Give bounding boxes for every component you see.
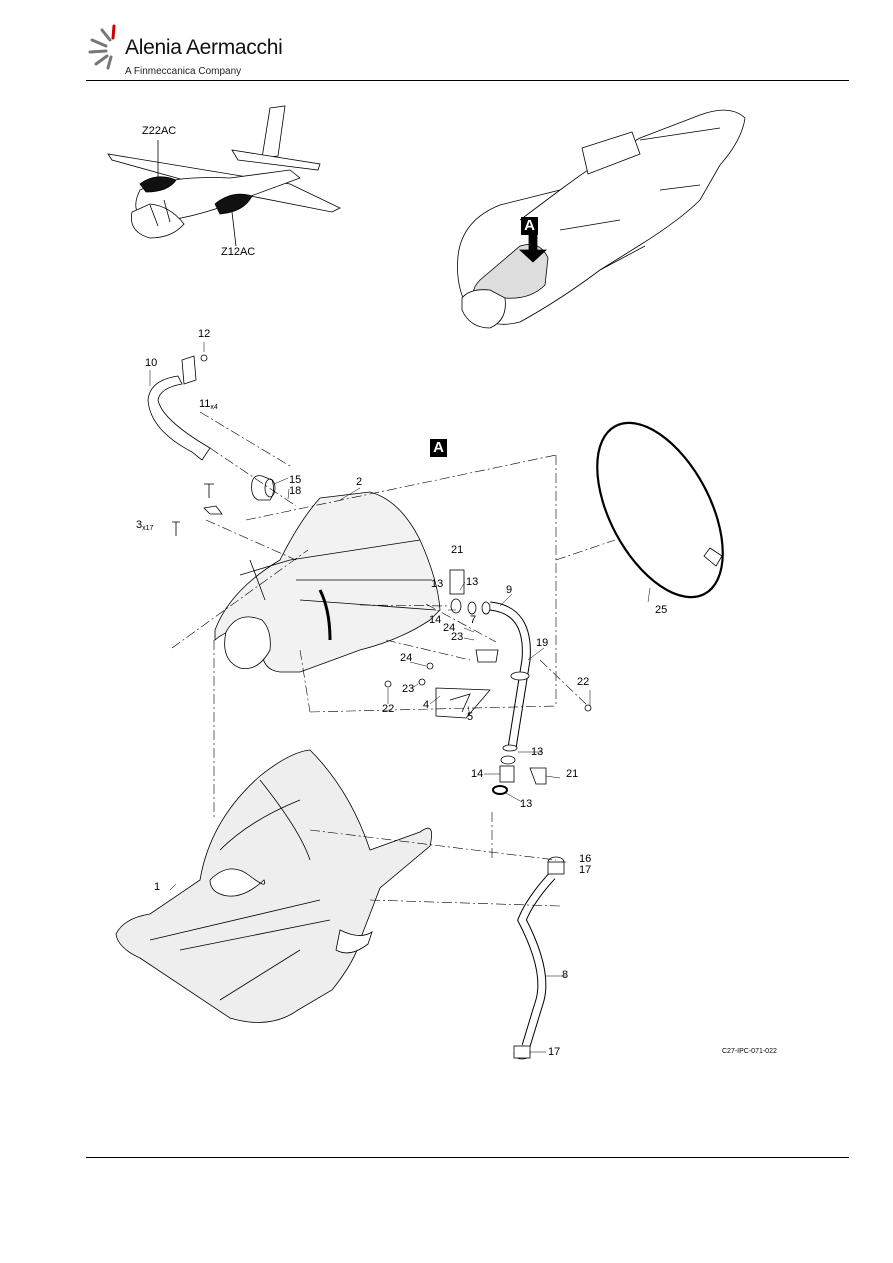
- callout-13-lower-a: 13: [531, 746, 544, 758]
- zone-z22ac-shape: [139, 176, 177, 193]
- callout-13-lower-b: 13: [520, 798, 533, 810]
- callout-23-lower: 23: [402, 683, 415, 695]
- callout-18: 18: [289, 485, 302, 497]
- callout-5: 5: [467, 711, 474, 723]
- callout-25: 25: [655, 604, 668, 616]
- view-marker-nacelle: A: [521, 217, 538, 235]
- logo-mark-icon: [88, 24, 116, 70]
- upper-duct-item-2: [214, 491, 441, 673]
- figure-reference: C27-IPC-071-022: [722, 1048, 777, 1055]
- company-logo: Alenia Aermacchi A Finmeccanica Company: [88, 22, 288, 80]
- aircraft-locator-view: [107, 105, 341, 247]
- callout-4: 4: [423, 699, 430, 711]
- callout-24-upper: 24: [443, 622, 456, 634]
- callout-14-lower: 14: [471, 768, 484, 780]
- callout-17-upper: 17: [579, 864, 592, 876]
- callout-19: 19: [536, 637, 549, 649]
- callout-22-left: 22: [382, 703, 395, 715]
- callout-9: 9: [506, 584, 513, 596]
- callout-21-upper: 21: [451, 544, 464, 556]
- callout-8: 8: [562, 969, 569, 981]
- callout-21-lower: 21: [566, 768, 579, 780]
- callout-22-right: 22: [577, 676, 590, 688]
- lower-duct-item-1: [115, 749, 433, 1023]
- callout-10: 10: [145, 357, 158, 369]
- brand-name: Alenia Aermacchi: [125, 36, 283, 59]
- callout-15: 15: [289, 474, 302, 486]
- callout-13-right: 13: [466, 576, 479, 588]
- callout-1: 1: [154, 881, 161, 893]
- callout-3: 3x17: [136, 519, 153, 533]
- callout-11: 11x4: [199, 398, 218, 412]
- callout-2: 2: [356, 476, 363, 488]
- callout-11-number: 11: [199, 398, 211, 410]
- callout-13-left: 13: [431, 578, 444, 590]
- nacelle-locator-view: [457, 109, 746, 329]
- clamp-25: [596, 421, 724, 599]
- footer-rule: [86, 1157, 849, 1158]
- callout-12: 12: [198, 328, 211, 340]
- callout-7: 7: [470, 614, 477, 626]
- view-marker-detail: A: [430, 439, 447, 457]
- header-rule: [86, 80, 849, 81]
- zone-z12ac-shape: [214, 193, 253, 215]
- callout-23-upper: 23: [451, 631, 464, 643]
- callout-14-upper: 14: [429, 614, 442, 626]
- callout-16: 16: [579, 853, 592, 865]
- zone-label-upper: Z22AC: [142, 125, 177, 137]
- callout-17-lower: 17: [548, 1046, 561, 1058]
- callout-3-qty: x17: [142, 525, 154, 532]
- callout-24-lower: 24: [400, 652, 413, 664]
- grommet-15-18: [251, 475, 276, 501]
- callout-3-number: 3: [136, 519, 143, 531]
- brand-subtitle: A Finmeccanica Company: [125, 66, 242, 77]
- callout-11-qty: x4: [210, 404, 218, 411]
- zone-label-lower: Z12AC: [221, 246, 256, 258]
- duct-10: [147, 354, 211, 461]
